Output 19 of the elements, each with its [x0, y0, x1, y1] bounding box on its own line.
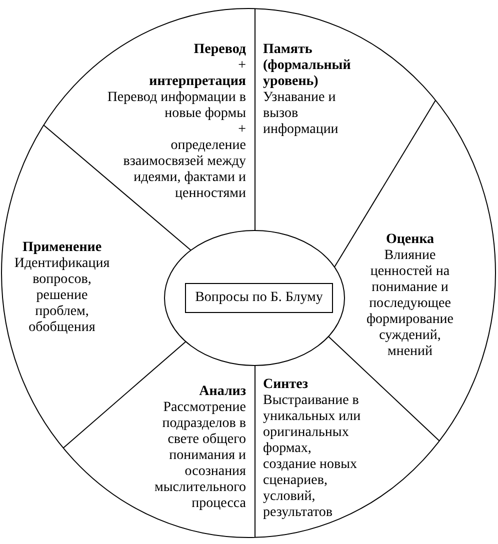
- sector-heading: Память (формальный уровень): [263, 42, 352, 90]
- sector-heading: Перевод: [192, 42, 246, 58]
- sector-heading: Применение: [21, 240, 103, 256]
- topic-box: Вопросы по Б. Блуму: [185, 283, 333, 313]
- sector-heading: Синтез: [263, 377, 309, 393]
- plus-sign: +: [237, 122, 246, 138]
- sector-description: Идентификация вопросов, решение проблем, обобщения: [13, 256, 111, 336]
- sector-description: Выстраивание в уникальных или оригинальных формах, создание новых сценариев, условий, результатов: [263, 393, 362, 521]
- sector-description: Влияние ценностей на понимание и последующее формирование суждений, мнений: [365, 248, 455, 360]
- plus-sign: +: [237, 58, 246, 74]
- sector-heading: Анализ: [198, 384, 246, 400]
- sector-heading: интерпретация: [148, 74, 246, 90]
- inner-ellipse: [164, 230, 345, 366]
- sector-description: Рассмотрение подразделов в свете общего понимания и осознания мыслительного процесса: [153, 400, 246, 512]
- sector-description: Перевод информации в новые формы: [106, 90, 246, 122]
- sector-description: определение взаимосвязей между идеями, фактами и ценностями: [122, 138, 246, 202]
- outer-circle: [1, 8, 496, 538]
- sector-description: Узнавание и вызов информации: [263, 90, 340, 138]
- sector-heading: Оценка: [384, 232, 436, 248]
